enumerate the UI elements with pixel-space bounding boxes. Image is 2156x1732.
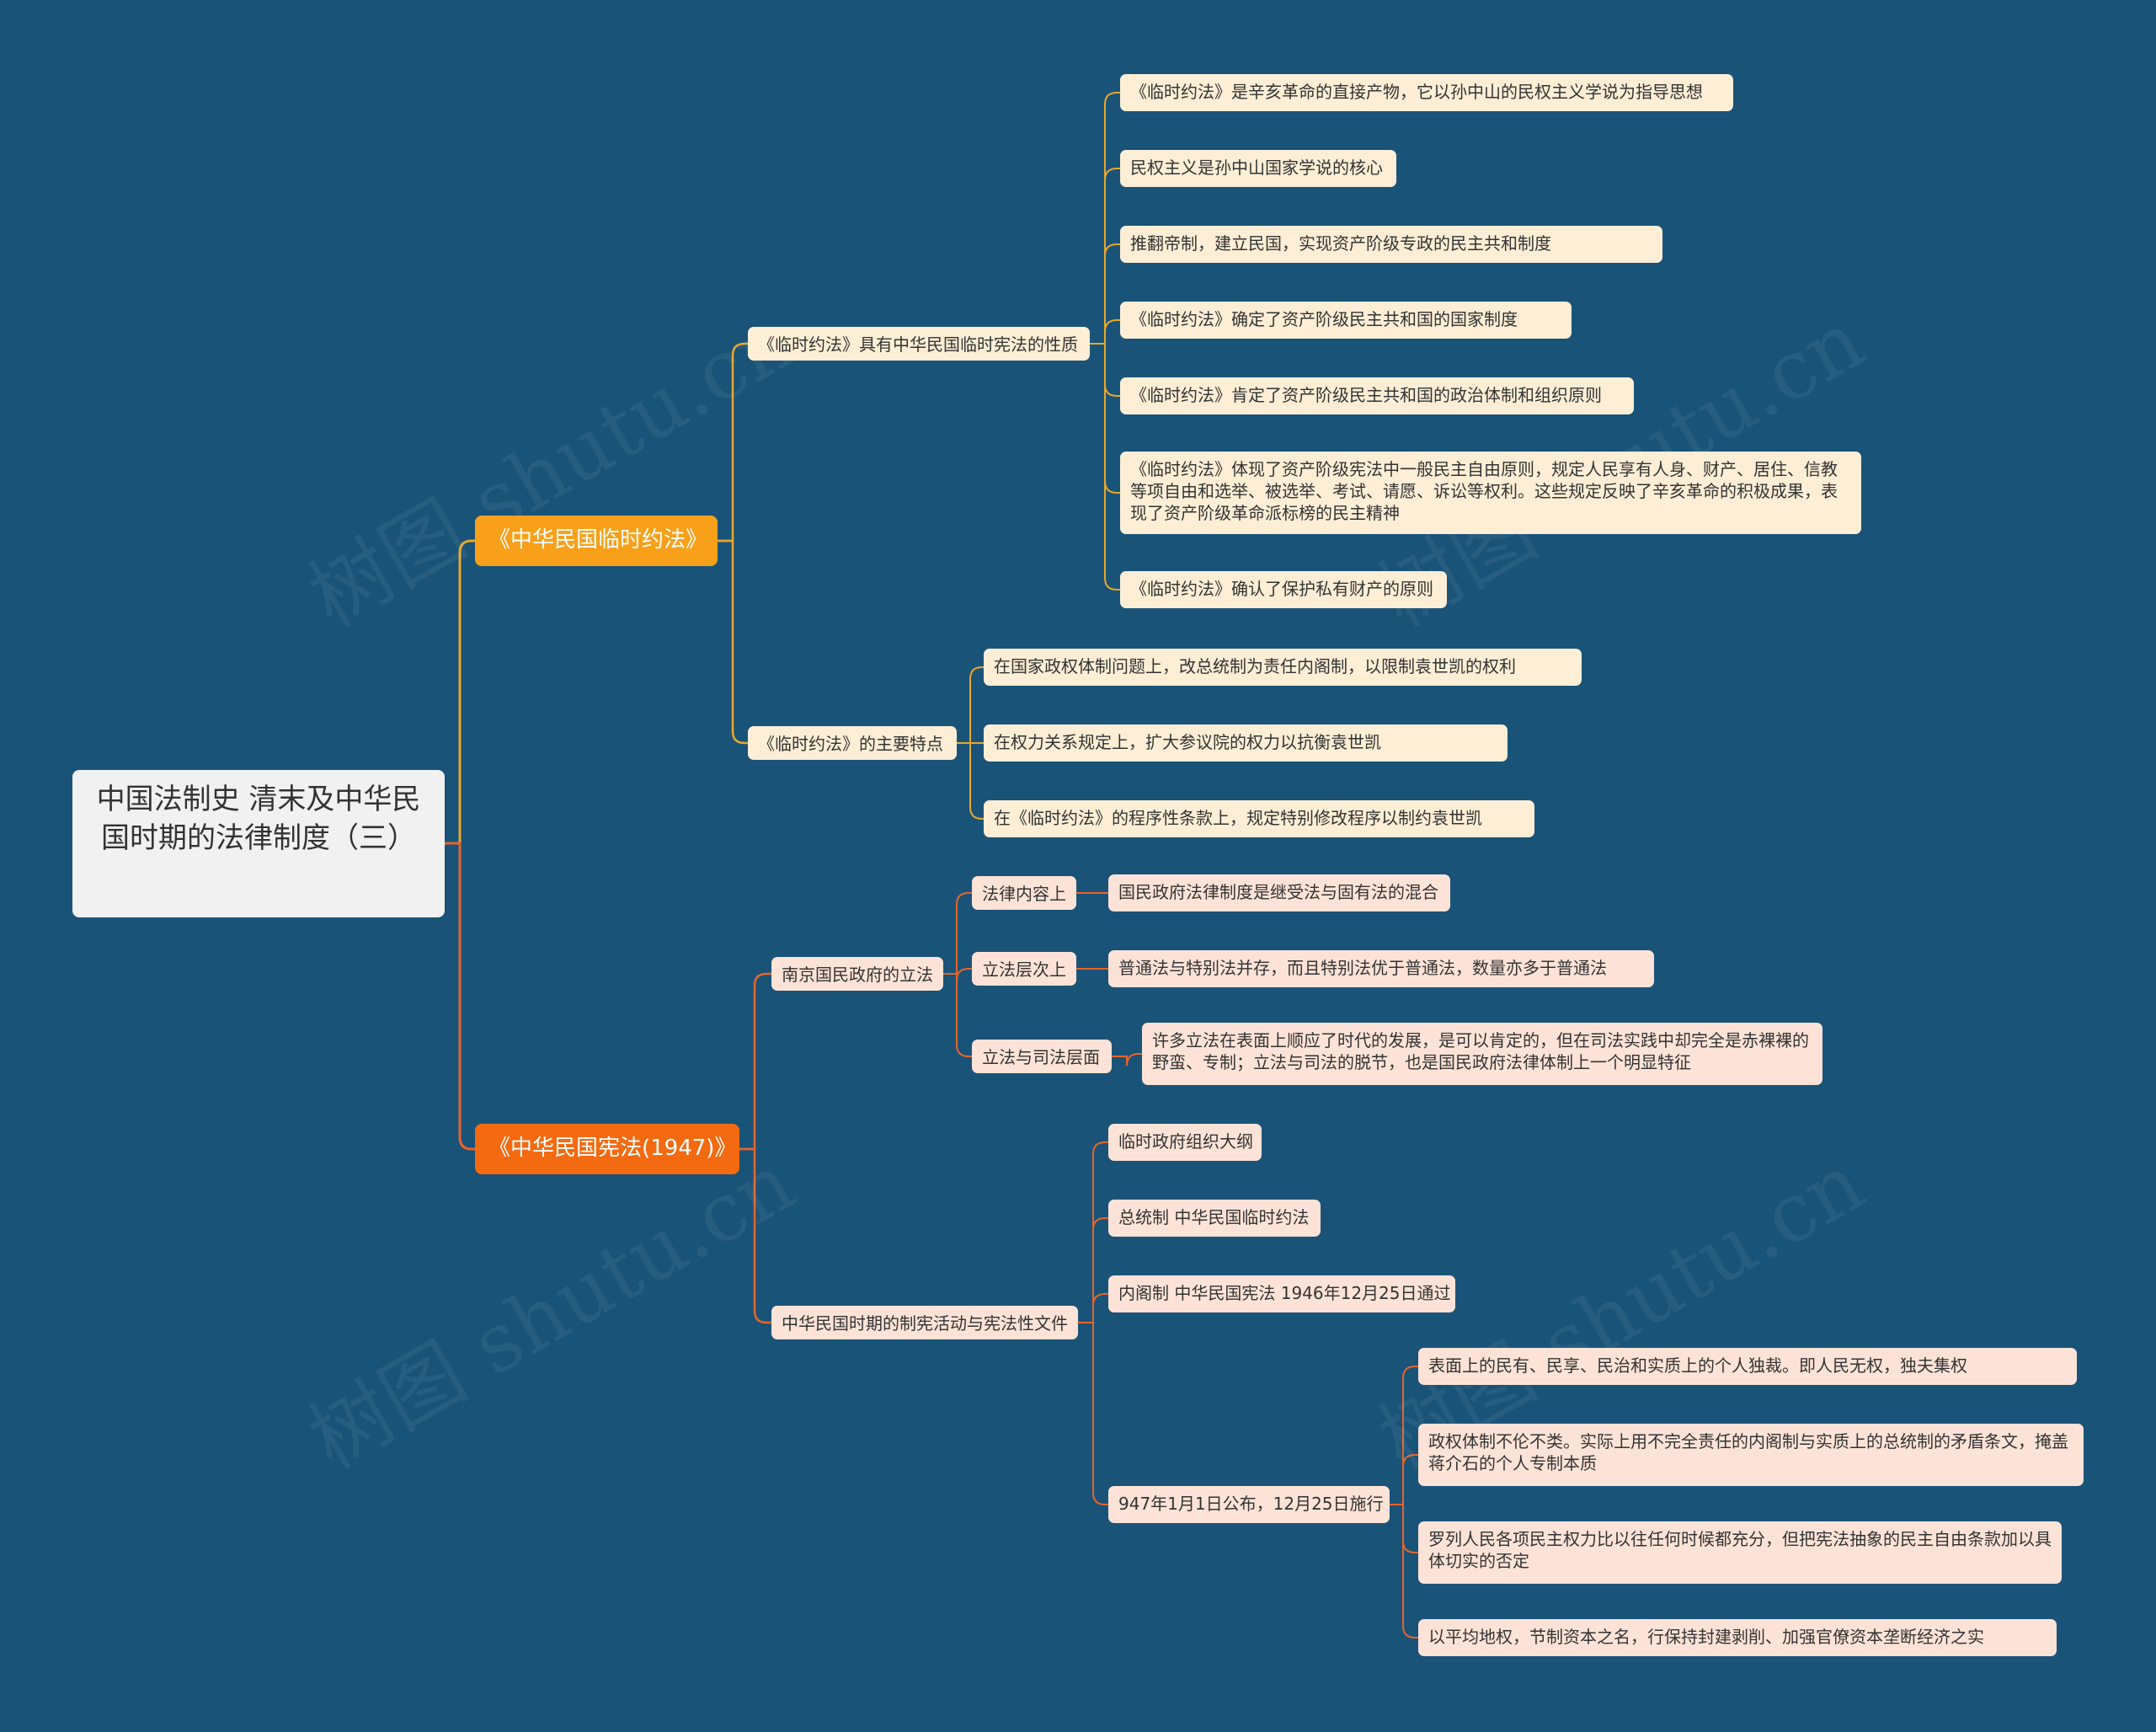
subtopic-label: 立法与司法层面: [982, 1047, 1100, 1067]
branch-label: 《中华民国宪法(1947)》: [488, 1136, 737, 1161]
connector-line: [1090, 168, 1120, 345]
topic-constitution-making[interactable]: 中华民国时期的制宪活动与宪法性文件: [771, 1306, 1078, 1339]
leaf[interactable]: 表面上的民有、民享、民治和实质上的个人独裁。即人民无权，独夫集权: [1418, 1348, 2077, 1385]
connector-line: [739, 1147, 771, 1324]
branch-provisional-constitution[interactable]: 《中华民国临时约法》: [475, 516, 718, 566]
leaf[interactable]: 《临时约法》肯定了资产阶级民主共和国的政治体制和组织原则: [1120, 377, 1634, 414]
subtopic-label: 947年1月1日公布，12月25日施行: [1118, 1494, 1384, 1514]
leaf-text: 《临时约法》是辛亥革命的直接产物，它以孙中山的民权主义学说为指导思想: [1130, 82, 1703, 102]
leaf-text: 表面上的民有、民享、民治和实质上的个人独裁。即人民无权，独夫集权: [1428, 1355, 1967, 1376]
leaf-text: 以平均地权，节制资本之名，行保持封建剥削、加强官僚资本垄断经济之实: [1428, 1627, 1984, 1647]
leaf[interactable]: 民权主义是孙中山国家学说的核心: [1120, 150, 1396, 187]
leaf-text: 国民政府法律制度是继受法与固有法的混合: [1118, 882, 1438, 902]
connector-line: [718, 342, 748, 543]
topic-nature[interactable]: 《临时约法》具有中华民国临时宪法的性质: [748, 327, 1090, 361]
root-topic[interactable]: 中国法制史 清末及中华民国时期的法律制度（三）: [72, 770, 445, 917]
topic-features[interactable]: 《临时约法》的主要特点: [748, 726, 957, 760]
leaf-text: 在权力关系规定上，扩大参议院的权力以抗衡袁世凯: [994, 732, 1381, 752]
subtopic[interactable]: 立法与司法层面: [972, 1040, 1112, 1073]
subtopic-label: 法律内容上: [982, 884, 1066, 904]
connector-line: [1078, 1217, 1108, 1323]
leaf-text: 《临时约法》体现了资产阶级宪法中一般民主自由原则，规定人民享有人身、财产、居住、…: [1130, 459, 1838, 523]
leaf[interactable]: 政权体制不伦不类。实际上用不完全责任的内阁制与实质上的总统制的矛盾条文，掩盖蒋介…: [1418, 1424, 2084, 1486]
leaf[interactable]: 总统制 中华民国临时约法: [1108, 1200, 1321, 1237]
connector-line: [957, 742, 984, 820]
leaf-text: 内阁制 中华民国宪法 1946年12月25日通过: [1118, 1283, 1451, 1303]
connector-line: [1090, 343, 1120, 591]
leaf[interactable]: 《临时约法》体现了资产阶级宪法中一般民主自由原则，规定人民享有人身、财产、居住、…: [1120, 452, 1861, 534]
leaf-text: 《临时约法》肯定了资产阶级民主共和国的政治体制和组织原则: [1130, 385, 1602, 405]
topic-label: 南京国民政府的立法: [782, 965, 933, 985]
connector-line: [1078, 1141, 1108, 1323]
connector-line: [1090, 319, 1120, 345]
leaf-text: 许多立法在表面上顺应了时代的发展，是可以肯定的，但在司法实践中却完全是赤裸裸的野…: [1152, 1030, 1809, 1072]
connector-line: [445, 842, 475, 1151]
topic-nanjing-legislation[interactable]: 南京国民政府的立法: [771, 957, 943, 991]
leaf[interactable]: 以平均地权，节制资本之名，行保持封建剥削、加强官僚资本垄断经济之实: [1418, 1619, 2057, 1656]
connector-line: [1390, 1504, 1418, 1638]
leaf-text: 民权主义是孙中山国家学说的核心: [1130, 158, 1383, 178]
leaf-text: 政权体制不伦不类。实际上用不完全责任的内阁制与实质上的总统制的矛盾条文，掩盖蒋介…: [1428, 1431, 2068, 1473]
leaf-text: 《临时约法》确认了保护私有财产的原则: [1130, 579, 1433, 599]
leaf[interactable]: 在国家政权体制问题上，改总统制为责任内阁制，以限制袁世凯的权利: [984, 649, 1582, 686]
connector-line: [1090, 243, 1120, 345]
leaf-text: 《临时约法》确定了资产阶级民主共和国的国家制度: [1130, 309, 1518, 329]
leaf[interactable]: 许多立法在表面上顺应了时代的发展，是可以肯定的，但在司法实践中却完全是赤裸裸的野…: [1142, 1023, 1822, 1085]
topic-label: 《临时约法》的主要特点: [758, 734, 943, 754]
leaf[interactable]: 《临时约法》是辛亥革命的直接产物，它以孙中山的民权主义学说为指导思想: [1120, 74, 1733, 111]
leaf[interactable]: 《临时约法》确定了资产阶级民主共和国的国家制度: [1120, 302, 1572, 339]
connector-line: [1112, 1053, 1142, 1066]
leaf-text: 普通法与特别法并存，而且特别法优于普通法，数量亦多于普通法: [1118, 958, 1607, 978]
connector-line: [943, 973, 972, 1057]
subtopic-label: 立法层次上: [982, 960, 1066, 980]
leaf-text: 罗列人民各项民主权力比以往任何时候都充分，但把宪法抽象的民主自由条款加以具体切实…: [1428, 1529, 2052, 1571]
leaf[interactable]: 在《临时约法》的程序性条款上，规定特别修改程序以制约袁世凯: [984, 800, 1534, 837]
topic-label: 中华民国时期的制宪活动与宪法性文件: [782, 1313, 1068, 1334]
branch-1947-constitution[interactable]: 《中华民国宪法(1947)》: [475, 1124, 739, 1174]
connector-line: [1090, 92, 1120, 345]
connector-line: [1390, 1366, 1418, 1505]
leaf[interactable]: 《临时约法》确认了保护私有财产的原则: [1120, 571, 1447, 608]
leaf[interactable]: 国民政府法律制度是继受法与固有法的混合: [1108, 874, 1450, 911]
leaf-text: 临时政府组织大纲: [1118, 1131, 1253, 1152]
leaf-text: 推翻帝制，建立民国，实现资产阶级专政的民主共和制度: [1130, 233, 1551, 254]
subtopic[interactable]: 立法层次上: [972, 952, 1076, 986]
leaf[interactable]: 内阁制 中华民国宪法 1946年12月25日通过: [1108, 1275, 1455, 1312]
leaf-text: 总统制 中华民国临时约法: [1118, 1207, 1310, 1227]
connector-line: [1390, 1454, 1418, 1505]
leaf[interactable]: 罗列人民各项民主权力比以往任何时候都充分，但把宪法抽象的民主自由条款加以具体切实…: [1418, 1521, 2062, 1584]
leaf[interactable]: 在权力关系规定上，扩大参议院的权力以抗衡袁世凯: [984, 724, 1508, 762]
connector-line: [739, 972, 771, 1151]
branch-label: 《中华民国临时约法》: [488, 527, 708, 553]
connector-line: [718, 539, 748, 745]
subtopic[interactable]: 法律内容上: [972, 876, 1076, 910]
connector-line: [943, 892, 972, 975]
connector-line: [1078, 1293, 1108, 1323]
leaf[interactable]: 推翻帝制，建立民国，实现资产阶级专政的民主共和制度: [1120, 226, 1662, 263]
leaf-text: 在国家政权体制问题上，改总统制为责任内阁制，以限制袁世凯的权利: [994, 656, 1516, 676]
connector-line: [1078, 1322, 1108, 1505]
root-title: 中国法制史 清末及中华民国时期的法律制度（三）: [96, 783, 421, 855]
leaf-text: 在《临时约法》的程序性条款上，规定特别修改程序以制约袁世凯: [994, 808, 1482, 828]
topic-label: 《临时约法》具有中华民国临时宪法的性质: [758, 334, 1078, 355]
leaf[interactable]: 普通法与特别法并存，而且特别法优于普通法，数量亦多于普通法: [1108, 950, 1654, 987]
connector-line: [445, 539, 475, 845]
connector-line: [957, 666, 984, 744]
subtopic[interactable]: 947年1月1日公布，12月25日施行: [1108, 1486, 1390, 1523]
leaf[interactable]: 临时政府组织大纲: [1108, 1124, 1262, 1161]
